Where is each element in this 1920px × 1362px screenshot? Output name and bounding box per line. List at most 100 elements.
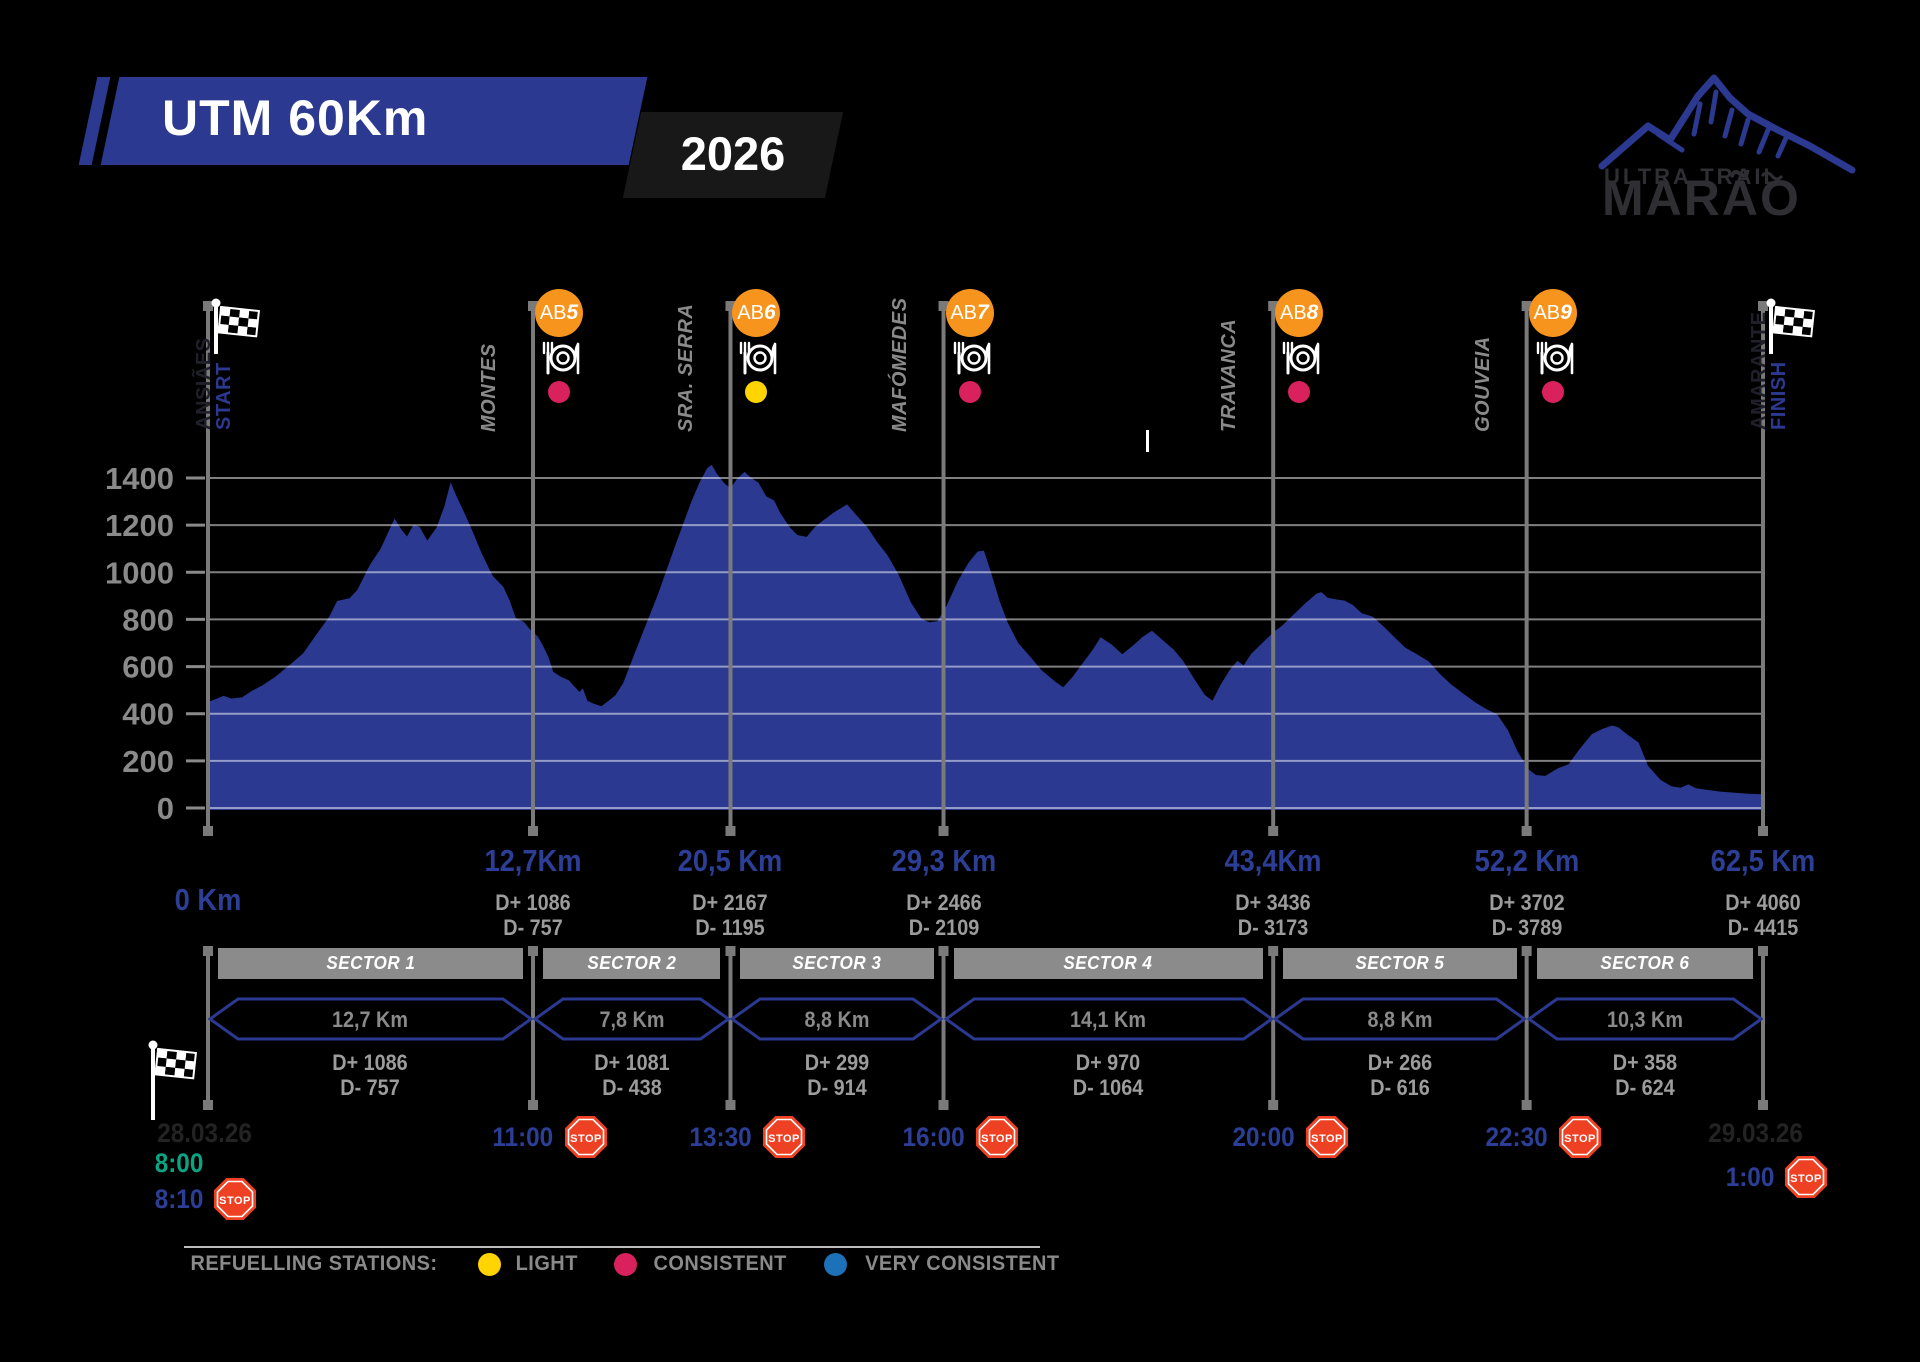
km-label-sra-serra: 20,5 Km	[678, 843, 783, 878]
sector-km-1: 12,7 Km	[332, 1007, 409, 1032]
stop-octagon	[1559, 1116, 1602, 1158]
sector-km-2: 7,8 Km	[599, 1007, 665, 1032]
stop-ring	[978, 1118, 1016, 1156]
legend-label: CONSISTENT	[653, 1252, 787, 1275]
hexagon-outline	[208, 997, 533, 1041]
line-cap	[938, 826, 949, 836]
flag-check	[1802, 318, 1814, 328]
line-cap	[725, 1100, 736, 1110]
flag-pole-top	[148, 1040, 158, 1050]
dplus-value: D+ 970	[1076, 1050, 1141, 1075]
line-cap	[725, 301, 736, 311]
stop-sign-icon: STOP	[976, 1116, 1019, 1158]
dminus-value: D- 624	[1615, 1075, 1675, 1100]
line-cap	[527, 946, 538, 956]
hexagon-outline	[1273, 997, 1527, 1041]
sector-km-5: 8,8 Km	[1367, 1007, 1433, 1032]
line-cap	[1521, 946, 1532, 956]
ytick-label-800: 800	[122, 602, 174, 637]
dplus-value: D+ 1086	[495, 890, 571, 915]
ytick-label-200: 200	[122, 744, 174, 779]
refuel-station-icon	[953, 341, 990, 375]
sector-hexagon-5	[1273, 997, 1527, 1041]
line-cap	[1521, 301, 1532, 311]
badge-number: 7	[977, 301, 989, 324]
dminus-value: D- 3789	[1491, 915, 1562, 940]
flag-check	[166, 1049, 178, 1060]
line-cap	[1521, 826, 1532, 836]
dplus-value: D+ 4060	[1725, 890, 1801, 915]
flag-check	[247, 318, 259, 328]
line-cap	[1758, 826, 1768, 836]
dminus-value: D- 757	[340, 1075, 401, 1100]
plate-inner	[1549, 351, 1564, 365]
line-cap	[1268, 1100, 1279, 1110]
refuel-dot-consistent	[958, 381, 981, 403]
flag-check	[228, 316, 240, 326]
line-cap	[1521, 1100, 1532, 1110]
km-label-start: 0 Km	[174, 882, 242, 917]
flag-check	[164, 1066, 176, 1077]
flag-check	[156, 1057, 167, 1067]
refuel-dot-consistent	[1541, 381, 1564, 403]
white-tick	[1146, 430, 1149, 452]
logo-squiggle	[1760, 171, 1784, 181]
sector-label: SECTOR 3	[792, 953, 882, 973]
sector-header-5: SECTOR 5	[1283, 948, 1517, 979]
badge-number: 9	[1560, 301, 1572, 324]
flag-cloth	[154, 1047, 197, 1080]
logo-top-text: ULTRA TRAIL	[1604, 164, 1780, 189]
dplus-value: D+ 1086	[332, 1050, 409, 1075]
line-cap	[725, 826, 736, 836]
stop-sign-icon: STOP	[1305, 1116, 1348, 1158]
refuel-dot-light	[745, 381, 768, 403]
flag-check	[218, 323, 229, 334]
line-cap	[527, 301, 538, 311]
sector-label: SECTOR 5	[1355, 953, 1445, 973]
cutoff-time: 20:00	[1232, 1121, 1295, 1152]
sector-km-6: 10,3 Km	[1606, 1007, 1683, 1032]
refuel-station-icon	[542, 341, 580, 375]
stop-octagon	[1785, 1156, 1828, 1198]
sector-km-3: 8,8 Km	[804, 1007, 870, 1032]
stop-ring	[567, 1118, 605, 1156]
stop-text: STOP	[768, 1133, 800, 1145]
mountain-hatch	[1655, 89, 1789, 159]
refuel-dot-consistent	[547, 381, 570, 403]
stop-ring	[1787, 1158, 1825, 1196]
line-cap	[203, 1100, 213, 1110]
badge-prefix: AB	[1279, 301, 1307, 324]
line-cap	[1758, 1100, 1768, 1110]
stop-sign-icon: STOP	[564, 1116, 607, 1158]
plate-outer	[960, 344, 987, 372]
legend-dot-very-consistent	[823, 1252, 847, 1276]
stop-ring	[216, 1180, 254, 1218]
flag-outline	[217, 305, 260, 338]
flag-check	[176, 1050, 187, 1061]
flag-outline	[154, 1047, 197, 1080]
sector-label: SECTOR 1	[325, 953, 416, 973]
legend-dot-consistent	[613, 1252, 637, 1276]
plate-inner	[556, 351, 570, 365]
flag-check	[157, 1049, 168, 1059]
flag-check	[1792, 325, 1803, 336]
flag-check	[184, 1060, 196, 1070]
checkered-flag-icon-timeline	[148, 1040, 197, 1120]
plate-inner	[966, 351, 981, 365]
race-year: 2026	[680, 127, 786, 180]
start-open-time: 8:00	[154, 1148, 204, 1178]
dplus-value: D+ 2167	[692, 890, 769, 915]
